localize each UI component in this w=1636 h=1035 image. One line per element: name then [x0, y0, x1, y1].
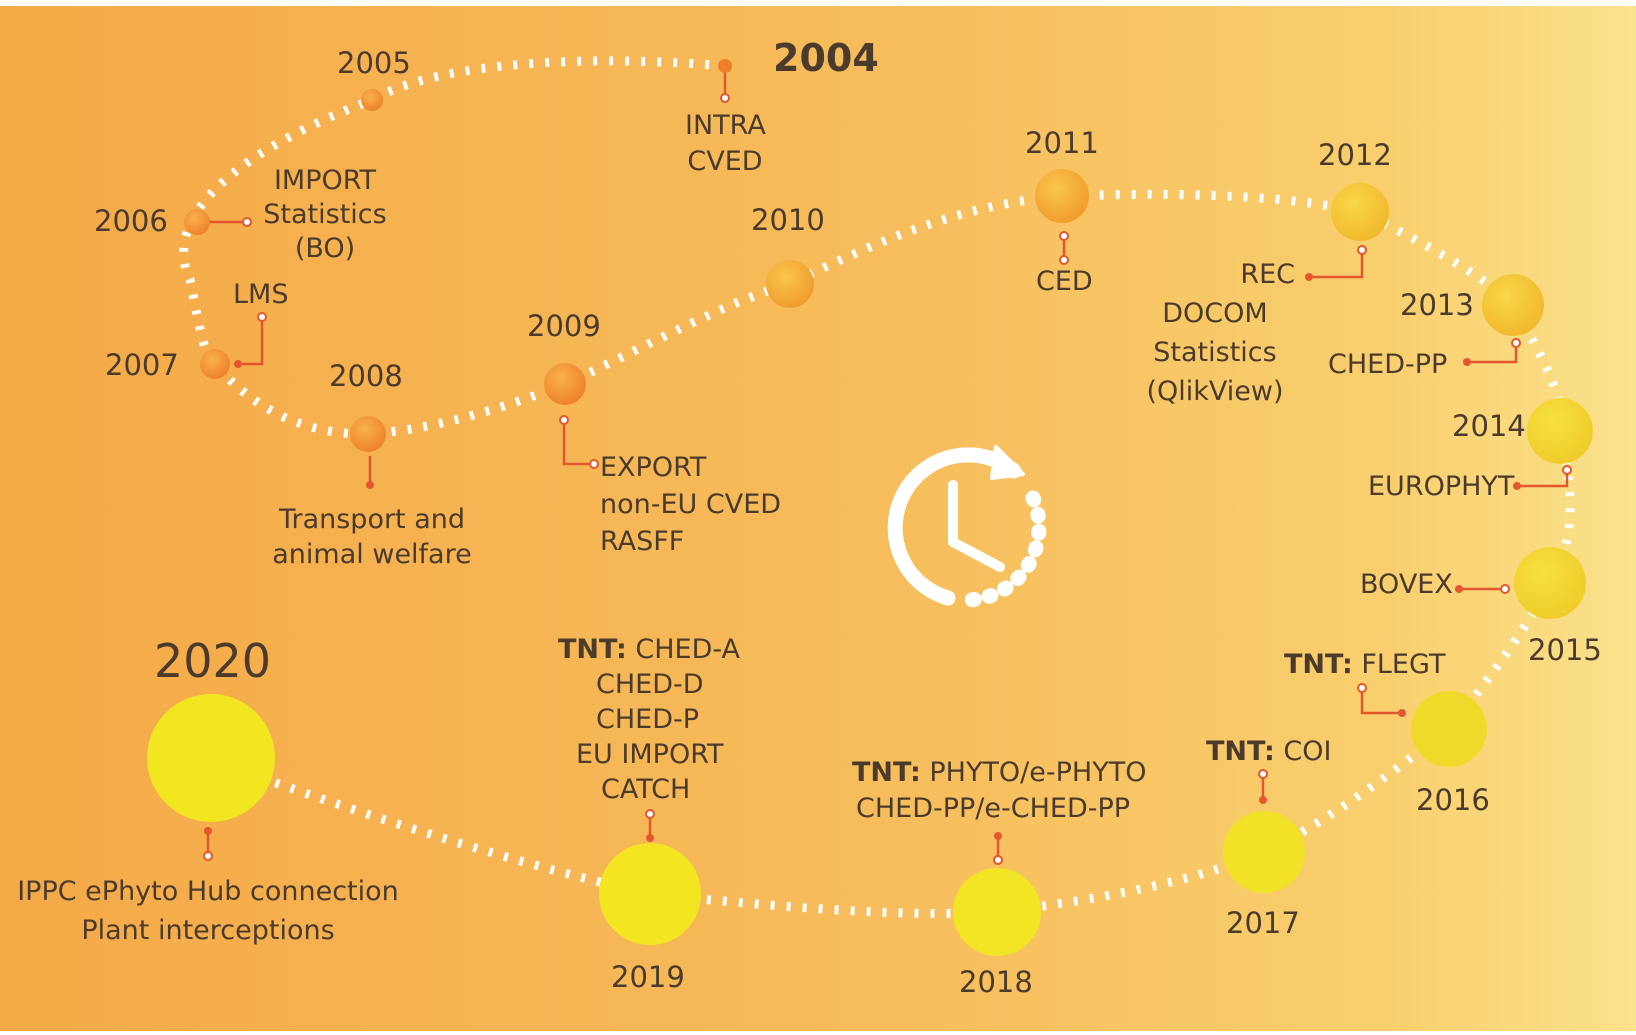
year-2016: 2016: [1416, 783, 1490, 817]
dot-2004: [718, 59, 732, 73]
label-2006: IMPORT Statistics (BO): [263, 165, 387, 264]
label-2020: IPPC ePhyto Hub connection Plant interce…: [17, 876, 399, 946]
dot-2012: [1331, 183, 1389, 241]
year-2008: 2008: [329, 359, 403, 393]
label-2004: INTRA CVED: [685, 110, 766, 177]
year-2012: 2012: [1318, 138, 1392, 172]
dot-2014: [1527, 398, 1593, 464]
label-2012: REC DOCOM Statistics (QlikView): [1146, 259, 1295, 407]
year-2010: 2010: [751, 203, 825, 237]
connector-dots: [193, 218, 1521, 842]
year-2014: 2014: [1452, 409, 1526, 443]
dot-2011: [1035, 169, 1089, 223]
year-2015: 2015: [1528, 633, 1602, 667]
dot-2015: [1514, 547, 1586, 619]
dot-2013: [1482, 274, 1544, 336]
label-2008: Transport and animal welfare: [272, 504, 472, 570]
year-2020: 2020: [154, 634, 272, 688]
dot-2008: [350, 416, 386, 452]
label-2011: CED: [1036, 266, 1093, 297]
dot-2010: [766, 260, 814, 308]
label-2019: TNT: CHED-A CHED-D CHED-P EU IMPORT CATC…: [558, 634, 740, 805]
label-2013: CHED-PP: [1328, 349, 1448, 380]
label-2017: TNT: COI: [1206, 736, 1332, 767]
year-2007: 2007: [105, 348, 179, 382]
label-2009: EXPORT non-EU CVED RASFF: [600, 452, 782, 557]
year-2009: 2009: [527, 309, 601, 343]
dot-2017: [1223, 811, 1305, 893]
dot-2007: [200, 349, 230, 379]
connector-rings: [203, 93, 1572, 865]
top-border: [0, 0, 1636, 6]
dot-2005: [361, 89, 383, 111]
label-2014: EUROPHYT: [1368, 471, 1515, 502]
dot-2016: [1411, 691, 1487, 767]
label-2007: LMS: [233, 279, 289, 310]
dot-2009: [544, 363, 586, 405]
year-2019: 2019: [611, 960, 685, 994]
connector-lines: [197, 70, 1569, 860]
milestone-dots: [147, 59, 1593, 956]
year-2004: 2004: [773, 36, 879, 80]
year-2017: 2017: [1226, 906, 1300, 940]
label-2018: TNT: PHYTO/e-PHYTO CHED-PP/e-CHED-PP: [852, 757, 1147, 824]
year-2011: 2011: [1025, 126, 1099, 160]
dot-2020: [147, 694, 275, 822]
dot-2018: [953, 868, 1041, 956]
label-2016: TNT: FLEGT: [1284, 649, 1446, 680]
year-2006: 2006: [94, 204, 168, 238]
year-2013: 2013: [1400, 288, 1474, 322]
year-2018: 2018: [959, 965, 1033, 999]
dot-2019: [599, 843, 701, 945]
year-2005: 2005: [337, 46, 411, 80]
clock-refresh-icon: [887, 445, 1047, 608]
dot-2006: [184, 209, 210, 235]
label-2015: BOVEX: [1360, 569, 1453, 600]
